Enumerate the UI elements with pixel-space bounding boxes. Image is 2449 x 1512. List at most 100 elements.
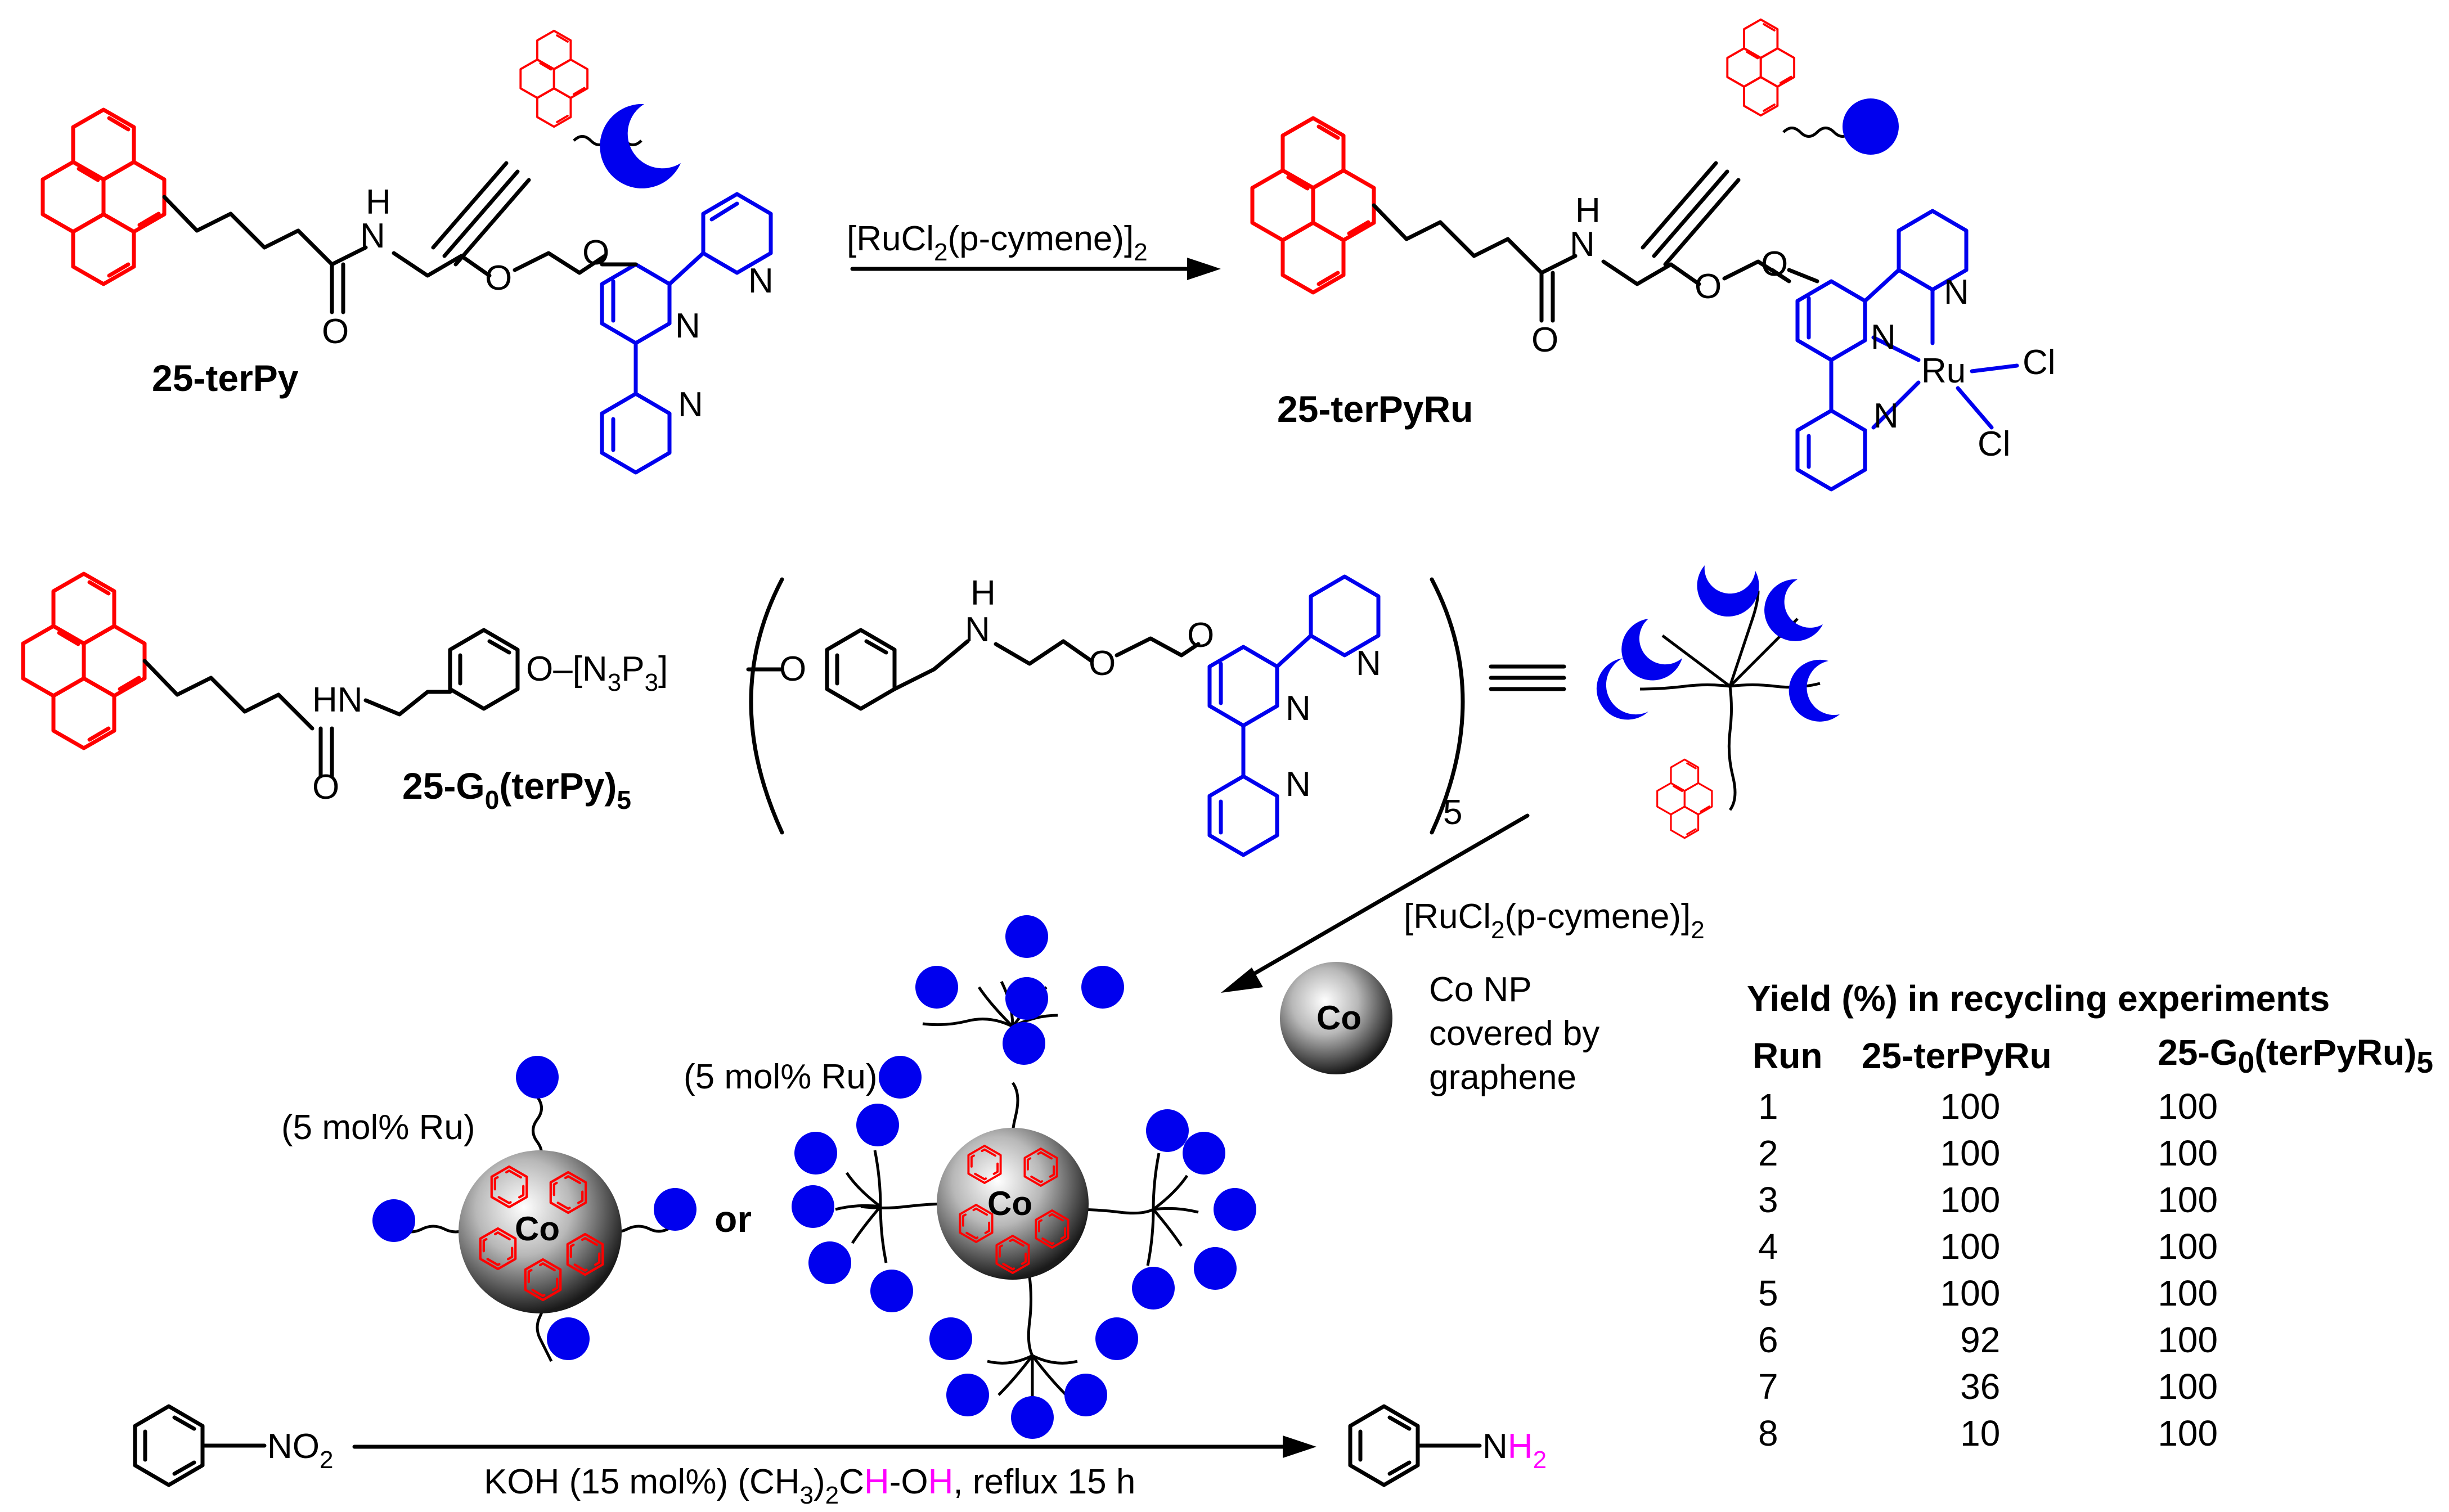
co-nanoparticle-legend xyxy=(1280,962,1392,1074)
run-cell: 1 xyxy=(1758,1086,1778,1127)
terpyridine-1 xyxy=(600,192,773,475)
g0-yield-cell: 100 xyxy=(2158,1320,2218,1361)
pyrene-pictogram-1 xyxy=(519,29,589,128)
atom-o-ether-3b: O xyxy=(1187,616,1214,655)
header-run: Run xyxy=(1753,1035,1823,1076)
amine-group: NH2 xyxy=(1482,1427,1547,1474)
terpyru-yield-cell: 92 xyxy=(1960,1320,2001,1361)
terpyru-yield-cell: 100 xyxy=(1940,1086,2001,1127)
table-row: 2 100 100 xyxy=(1747,1130,2433,1177)
run-cell: 2 xyxy=(1758,1133,1778,1174)
run-cell: 6 xyxy=(1758,1320,1778,1361)
g0-yield-cell: 100 xyxy=(2158,1273,2218,1314)
linker-core: O–[N3P3] xyxy=(526,650,668,696)
peg-chain-1b xyxy=(513,251,607,275)
atom-o-ether-1a: O xyxy=(485,259,512,298)
terpyru-yield-cell: 100 xyxy=(1940,1180,2001,1221)
atom-cl-1: Cl xyxy=(2023,343,2056,382)
atom-o-carbonyl-3: O xyxy=(312,768,339,807)
run-cell: 5 xyxy=(1758,1273,1778,1314)
atom-n-ru-c: N xyxy=(1873,397,1899,435)
bracket-left xyxy=(749,577,784,835)
aniline-ring xyxy=(1348,1404,1482,1487)
loading-label-2: (5 mol% Ru) xyxy=(684,1058,878,1096)
atom-h-2: H xyxy=(1575,191,1601,230)
benzylamine-linker xyxy=(892,639,970,691)
header-25-g0-terpyru5: 25-G0(terPyRu)5 xyxy=(2158,1032,2433,1079)
terpyridine-ru-complex xyxy=(1795,209,1969,492)
catalyst-dendrimer: Co xyxy=(792,915,1256,1439)
atom-o-ether-1b: O xyxy=(582,233,609,272)
g0-yield-cell: 100 xyxy=(2158,1086,2218,1127)
terpyridine-3 xyxy=(1207,574,1381,857)
atom-o-ether-2a: O xyxy=(1695,267,1722,306)
or-label: or xyxy=(715,1198,752,1240)
peg-chain-2 xyxy=(1601,259,1701,286)
equivalence-sign xyxy=(1489,664,1566,691)
atom-o-carbonyl-1: O xyxy=(322,312,349,351)
phenyl-ring-3a xyxy=(448,628,520,711)
compound-label-25-terpyru: 25-terPyRu xyxy=(1277,388,1473,430)
terpyru-yield-cell: 10 xyxy=(1960,1413,2001,1454)
arrowhead-2 xyxy=(1221,968,1263,993)
phenyl-ring-3b xyxy=(825,628,897,711)
butanoyl-chain-2 xyxy=(1372,203,1578,275)
g0-yield-cell: 100 xyxy=(2158,1133,2218,1174)
atom-n-terpy-3a: N xyxy=(1356,644,1381,683)
butanoyl-chain-1 xyxy=(162,195,368,267)
svg-text:Co: Co xyxy=(515,1210,560,1248)
atom-o-carbonyl-2: O xyxy=(1531,321,1558,359)
compound-label-25-terpy: 25-terPy xyxy=(152,357,299,399)
atom-n-terpy-1a: N xyxy=(748,262,774,300)
peg-chain-3 xyxy=(994,639,1094,666)
reaction-arrow-2 xyxy=(1238,813,1530,984)
atom-n-terpy-3b: N xyxy=(1286,689,1311,728)
g0-yield-cell: 100 xyxy=(2158,1180,2218,1221)
loading-label-1: (5 mol% Ru) xyxy=(281,1108,475,1147)
table-row: 6 92 100 xyxy=(1747,1317,2433,1364)
atom-hn-3: HN xyxy=(312,681,363,719)
table-row: 3 100 100 xyxy=(1747,1177,2433,1223)
crescent-1 xyxy=(600,104,681,188)
carbonyl-2 xyxy=(1539,271,1555,323)
butanoyl-chain-3 xyxy=(142,659,314,731)
peg-chain-3b xyxy=(1115,636,1201,658)
co-np-line1: Co NP xyxy=(1429,970,1532,1009)
g0-yield-cell: 100 xyxy=(2158,1366,2218,1407)
ru-sphere-2 xyxy=(1843,98,1899,155)
ru-cl-bond-2 xyxy=(1956,386,1994,430)
table-header-row: Run 25-terPyRu 25-G0(terPyRu)5 xyxy=(1747,1032,2433,1083)
table-row: 8 10 100 xyxy=(1747,1410,2433,1457)
ethyl-linker-3 xyxy=(363,690,452,717)
terpyru-yield-cell: 100 xyxy=(1940,1133,2001,1174)
atom-n-ru-b: N xyxy=(1871,318,1896,357)
nitro-group: NO2 xyxy=(267,1427,333,1474)
run-cell: 4 xyxy=(1758,1226,1778,1267)
arrowhead-3 xyxy=(1283,1436,1316,1458)
atom-n-terpy-3c: N xyxy=(1286,765,1311,804)
tether-2 xyxy=(1782,127,1852,138)
yield-table: Yield (%) in recycling experiments Run 2… xyxy=(1747,978,2433,1457)
ru-cl-bond-1 xyxy=(1970,363,2019,374)
atom-n-terpy-1b: N xyxy=(675,307,700,345)
header-25-terpyru: 25-terPyRu xyxy=(1861,1035,2052,1076)
table-row: 1 100 100 xyxy=(1747,1083,2433,1130)
atom-o-ether-3a: O xyxy=(1089,644,1116,683)
atom-o-ether-2b: O xyxy=(1761,245,1788,284)
g0-yield-cell: 100 xyxy=(2158,1413,2218,1454)
run-cell: 8 xyxy=(1758,1413,1778,1454)
g0-yield-cell: 100 xyxy=(2158,1226,2218,1267)
pyrene-unit-1 xyxy=(43,110,164,284)
reagent-label-2: [RuCl2(p-cymene)]2 xyxy=(1404,897,1705,944)
run-cell: 3 xyxy=(1758,1180,1778,1221)
atom-h-1: H xyxy=(366,183,391,222)
table-title: Yield (%) in recycling experiments xyxy=(1747,978,2330,1019)
pyrene-unit-3 xyxy=(23,574,145,748)
nitrobenzene-ring xyxy=(133,1404,267,1487)
atom-ru: Ru xyxy=(1921,352,1966,390)
